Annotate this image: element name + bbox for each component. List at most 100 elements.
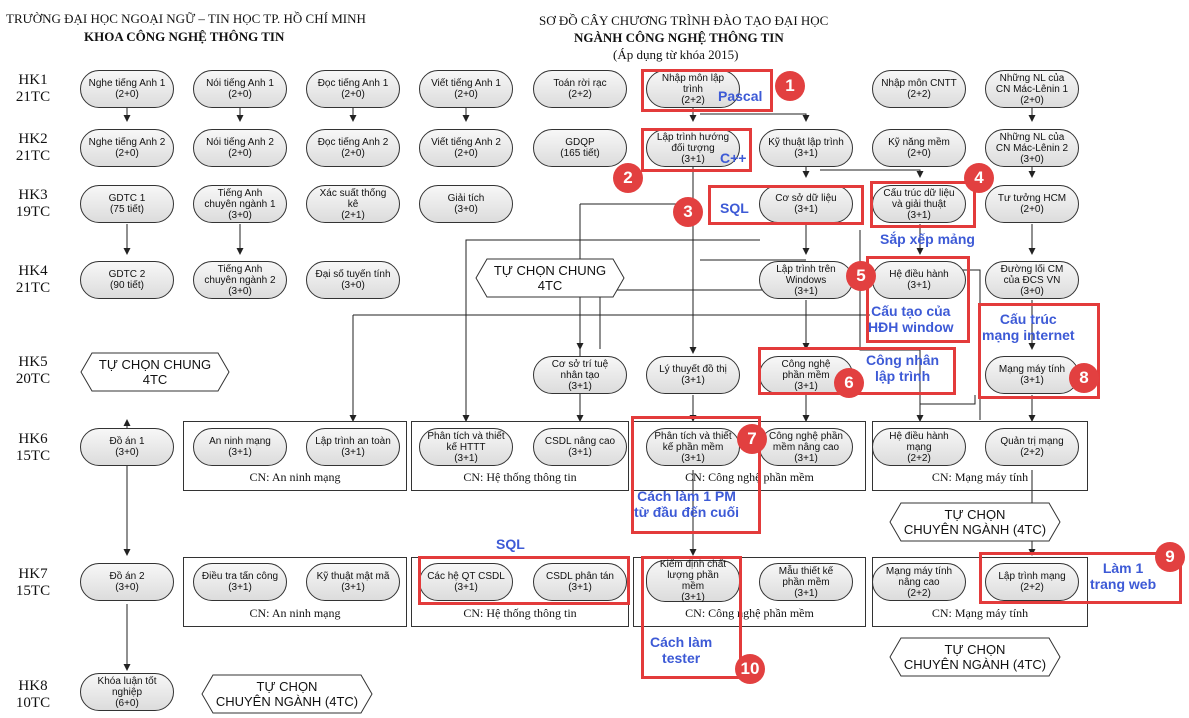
course-node[interactable]: Công nghệ phần mềm(3+1) xyxy=(759,356,853,394)
course-node[interactable]: Nói tiếng Anh 1(2+0) xyxy=(193,70,287,108)
faculty-name: KHOA CÔNG NGHỆ THÔNG TIN xyxy=(84,29,285,44)
specialization-group xyxy=(183,421,407,491)
course-node[interactable]: Nhập môn lập trình(2+2) xyxy=(646,70,740,108)
highlight-box xyxy=(641,69,773,112)
number-badge: 9 xyxy=(1155,542,1185,572)
course-node[interactable]: Lý thuyết đồ thị(3+1) xyxy=(646,356,740,394)
course-node[interactable]: Viết tiếng Anh 2(2+0) xyxy=(419,129,513,167)
course-node[interactable]: Kỹ thuật lập trình(3+1) xyxy=(759,129,853,167)
number-badge: 2 xyxy=(613,163,643,193)
specialization-group xyxy=(872,421,1088,491)
course-node[interactable]: Giải tích(3+0) xyxy=(419,185,513,223)
course-node[interactable]: Kiểm định chất lượng phần mềm(3+1) xyxy=(646,559,740,603)
course-node[interactable]: Công nghệ phần mềm nâng cao(3+1) xyxy=(759,428,853,466)
specialization-group xyxy=(183,557,407,627)
course-node[interactable]: CSDL phân tán(3+1) xyxy=(533,563,627,601)
number-badge: 6 xyxy=(834,368,864,398)
course-node[interactable]: Những NL của CN Mác-Lênin 1(2+0) xyxy=(985,70,1079,108)
course-node[interactable]: Tiếng Anh chuyên ngành 1(3+0) xyxy=(193,185,287,223)
course-node[interactable]: Nghe tiếng Anh 1(2+0) xyxy=(80,70,174,108)
course-node[interactable]: Lập trình trên Windows(3+1) xyxy=(759,261,853,299)
course-node[interactable]: Lập trình mạng(2+2) xyxy=(985,563,1079,601)
highlight-box xyxy=(979,552,1182,604)
course-node[interactable]: Những NL của CN Mác-Lênin 2(3+0) xyxy=(985,129,1079,167)
course-node[interactable]: Mẫu thiết kế phần mềm(3+1) xyxy=(759,563,853,601)
course-node[interactable]: Mạng máy tính(3+1) xyxy=(985,356,1079,394)
highlight-box xyxy=(708,185,864,225)
course-node[interactable]: CSDL nâng cao(3+1) xyxy=(533,428,627,466)
course-node[interactable]: Mạng máy tính nâng cao(2+2) xyxy=(872,563,966,601)
highlight-box xyxy=(978,303,1100,399)
highlight-box xyxy=(870,181,976,228)
course-node[interactable]: Đọc tiếng Anh 2(2+0) xyxy=(306,129,400,167)
group-label: CN: An ninh mạng xyxy=(249,470,341,484)
course-node[interactable]: Hệ điều hành(3+1) xyxy=(872,261,966,299)
highlight-box xyxy=(641,556,742,679)
course-node[interactable]: Cấu trúc dữ liệu và giải thuật(3+1) xyxy=(872,185,966,223)
number-badge: 4 xyxy=(964,163,994,193)
group-label: CN: Mạng máy tính xyxy=(931,470,1029,484)
highlight-box xyxy=(631,416,761,534)
course-node[interactable]: Phân tích và thiết kế phần mềm(3+1) xyxy=(646,428,740,466)
course-node[interactable]: Tiếng Anh chuyên ngành 2(3+0) xyxy=(193,261,287,299)
course-node[interactable]: An ninh mạng(3+1) xyxy=(193,428,287,466)
group-label: CN: Công nghệ phần mềm xyxy=(685,606,814,620)
course-node[interactable]: Lập trình an toàn(3+1) xyxy=(306,428,400,466)
course-node[interactable]: Nghe tiếng Anh 2(2+0) xyxy=(80,129,174,167)
course-node[interactable]: Viết tiếng Anh 1(2+0) xyxy=(419,70,513,108)
course-node[interactable]: Đồ án 2(3+0) xyxy=(80,563,174,601)
course-node[interactable]: Cơ sở dữ liệu(3+1) xyxy=(759,185,853,223)
course-node[interactable]: Các hệ QT CSDL(3+1) xyxy=(419,563,513,601)
course-node[interactable]: Lập trình hướng đối tượng(3+1) xyxy=(646,129,740,167)
course-node[interactable]: Đại số tuyến tính(3+0) xyxy=(306,261,400,299)
course-node[interactable]: Tư tưởng HCM(2+0) xyxy=(985,185,1079,223)
number-badge: 3 xyxy=(673,197,703,227)
annotation-pascal: Pascal xyxy=(718,88,763,104)
course-node[interactable]: Hệ điều hành mạng(2+2) xyxy=(872,428,966,466)
course-node[interactable]: GDTC 2(90 tiết) xyxy=(80,261,174,299)
course-node[interactable]: Kỹ thuật mật mã(3+1) xyxy=(306,563,400,601)
course-node[interactable]: Kỹ năng mềm(2+0) xyxy=(872,129,966,167)
annotation-cpp: C++ xyxy=(720,150,747,166)
group-label: CN: Hệ thống thông tin xyxy=(463,470,577,484)
course-node[interactable]: Điều tra tấn công(3+1) xyxy=(193,563,287,601)
specialization-group xyxy=(411,421,629,491)
course-node[interactable]: Đọc tiếng Anh 1(2+0) xyxy=(306,70,400,108)
course-node[interactable]: Quản trị mạng(2+2) xyxy=(985,428,1079,466)
course-node[interactable]: Phân tích và thiết kế HTTT(3+1) xyxy=(419,428,513,466)
course-node[interactable]: GDQP(165 tiết) xyxy=(533,129,627,167)
university-name: TRƯỜNG ĐẠI HỌC NGOẠI NGỮ – TIN HỌC TP. H… xyxy=(6,11,366,26)
course-node[interactable]: Nhập môn CNTT(2+2) xyxy=(872,70,966,108)
course-node[interactable]: Cơ sở trí tuệ nhân tạo(3+1) xyxy=(533,356,627,394)
course-node[interactable]: Nói tiếng Anh 2(2+0) xyxy=(193,129,287,167)
applied-note: (Áp dụng từ khóa 2015) xyxy=(613,47,739,62)
highlight-box xyxy=(418,556,630,605)
highlight-box xyxy=(641,128,752,172)
major-name: NGÀNH CÔNG NGHỆ THÔNG TIN xyxy=(574,30,784,45)
course-node[interactable]: Toán rời rạc(2+2) xyxy=(533,70,627,108)
course-node[interactable]: Đồ án 1(3+0) xyxy=(80,428,174,466)
course-node[interactable]: Khóa luận tốt nghiệp(6+0) xyxy=(80,673,174,711)
course-node[interactable]: Xác suất thống kê(2+1) xyxy=(306,185,400,223)
group-label: CN: Hệ thống thông tin xyxy=(463,606,577,620)
annotation-sql2: SQL xyxy=(496,536,525,552)
course-node[interactable]: GDTC 1(75 tiết) xyxy=(80,185,174,223)
course-node[interactable]: Đường lối CM của ĐCS VN(3+0) xyxy=(985,261,1079,299)
